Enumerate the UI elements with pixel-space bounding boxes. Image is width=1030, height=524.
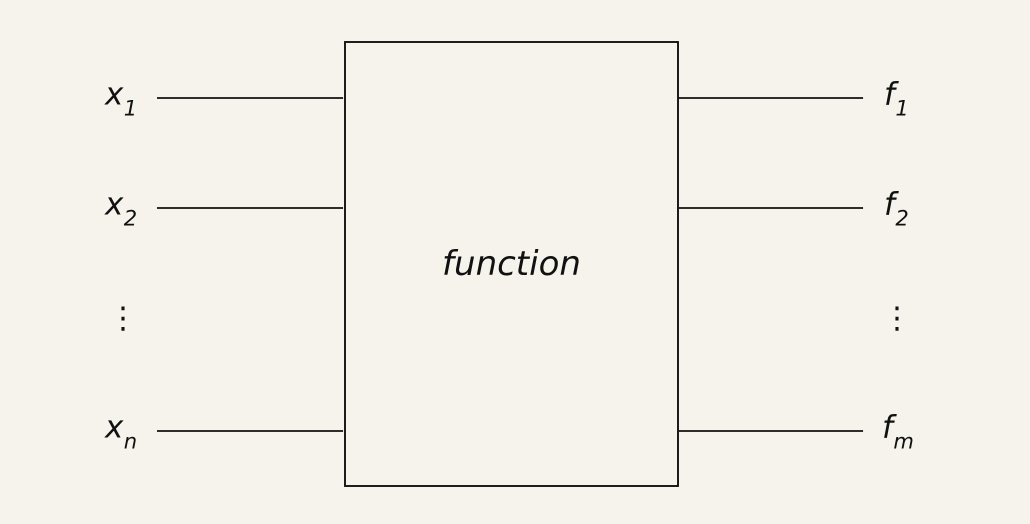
output-label-fm-sub: m <box>893 428 914 454</box>
output-label-fm: fm <box>882 409 914 452</box>
input-ellipsis: ⋮ <box>108 301 138 336</box>
input-label-x2: x2 <box>105 186 137 229</box>
output-ellipsis: ⋮ <box>882 301 912 336</box>
output-label-f1-sub: 1 <box>895 95 909 121</box>
output-label-f1: f1 <box>884 76 909 119</box>
input-label-xn-sub: n <box>123 428 138 454</box>
output-label-f2-base: f <box>884 186 895 223</box>
output-label-f1-base: f <box>884 76 895 113</box>
function-box <box>344 41 679 487</box>
input-label-x1-sub: 1 <box>123 95 138 121</box>
output-label-f2-sub: 2 <box>895 205 909 231</box>
output-label-fm-base: f <box>882 409 893 446</box>
input-label-x1: x1 <box>105 76 137 119</box>
output-label-f2: f2 <box>884 186 909 229</box>
input-label-xn: xn <box>105 409 137 452</box>
input-label-xn-base: x <box>105 409 124 446</box>
input-label-x1-base: x <box>105 76 124 113</box>
input-label-x2-sub: 2 <box>123 205 138 231</box>
input-label-x2-base: x <box>105 186 124 223</box>
